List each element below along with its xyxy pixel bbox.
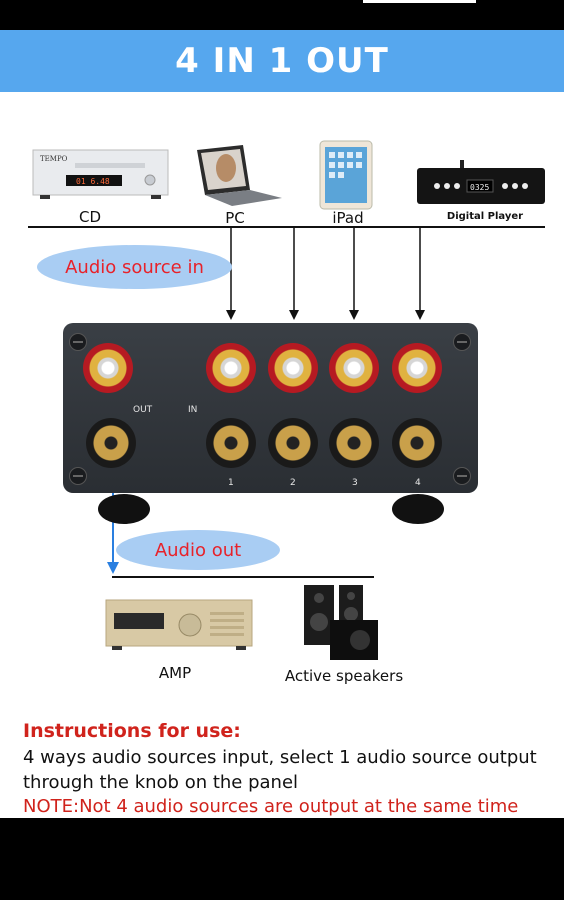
rubber-foot bbox=[392, 494, 444, 524]
screw-icon bbox=[69, 467, 87, 485]
in-text: IN bbox=[188, 405, 198, 415]
source-label-digital-player: Digital Player bbox=[446, 211, 524, 222]
audio-source-in-label: Audio source in bbox=[37, 245, 232, 289]
out-text: OUT bbox=[133, 405, 153, 415]
tablet-icon bbox=[319, 140, 373, 210]
input-number-3: 3 bbox=[352, 478, 358, 488]
output-label-amp: AMP bbox=[158, 664, 192, 682]
out-arrow bbox=[107, 562, 119, 574]
screw-icon bbox=[453, 467, 471, 485]
output-label-speakers: Active speakers bbox=[284, 667, 404, 685]
screw-icon bbox=[453, 333, 471, 351]
out-jack-red bbox=[83, 343, 133, 393]
input-number-1: 1 bbox=[228, 478, 234, 488]
top-bar bbox=[0, 0, 564, 30]
speakers-icon bbox=[304, 585, 378, 660]
in-jack-black-4 bbox=[392, 418, 442, 468]
audio-out-label: Audio out bbox=[116, 530, 280, 570]
out-jack-black bbox=[86, 418, 136, 468]
status-pill bbox=[363, 0, 476, 3]
player-display: 0325 bbox=[470, 183, 489, 192]
source-label-pc: PC bbox=[225, 209, 245, 227]
rubber-foot bbox=[98, 494, 150, 524]
in-jack-red-1 bbox=[206, 343, 256, 393]
in-jack-black-2 bbox=[268, 418, 318, 468]
instructions-note: NOTE:Not 4 audio sources are output at t… bbox=[23, 796, 519, 817]
input-number-2: 2 bbox=[290, 478, 296, 488]
instructions-title: Instructions for use: bbox=[23, 720, 241, 742]
banner-title: 4 IN 1 OUT bbox=[0, 30, 564, 92]
in-jack-red-3 bbox=[329, 343, 379, 393]
input-arrows bbox=[226, 227, 425, 320]
source-label-ipad: iPad bbox=[332, 209, 364, 227]
laptop-icon bbox=[197, 145, 282, 206]
in-jack-red-2 bbox=[268, 343, 318, 393]
input-number-4: 4 bbox=[415, 478, 421, 488]
digital-player-icon: 0325 bbox=[417, 160, 545, 204]
amplifier-icon bbox=[105, 599, 253, 650]
in-jack-black-1 bbox=[206, 418, 256, 468]
in-jack-red-4 bbox=[392, 343, 442, 393]
cd-brand: TEMPO bbox=[40, 155, 68, 163]
svg-text:01 6.48: 01 6.48 bbox=[76, 177, 110, 186]
source-label-cd: CD bbox=[78, 208, 102, 226]
instructions-body: 4 ways audio sources input, select 1 aud… bbox=[23, 747, 537, 793]
switch-box: OUT IN 1 2 3 4 bbox=[63, 323, 478, 493]
cd-player-icon: 01 6.48 bbox=[32, 149, 169, 199]
screw-icon bbox=[69, 333, 87, 351]
in-jack-black-3 bbox=[329, 418, 379, 468]
